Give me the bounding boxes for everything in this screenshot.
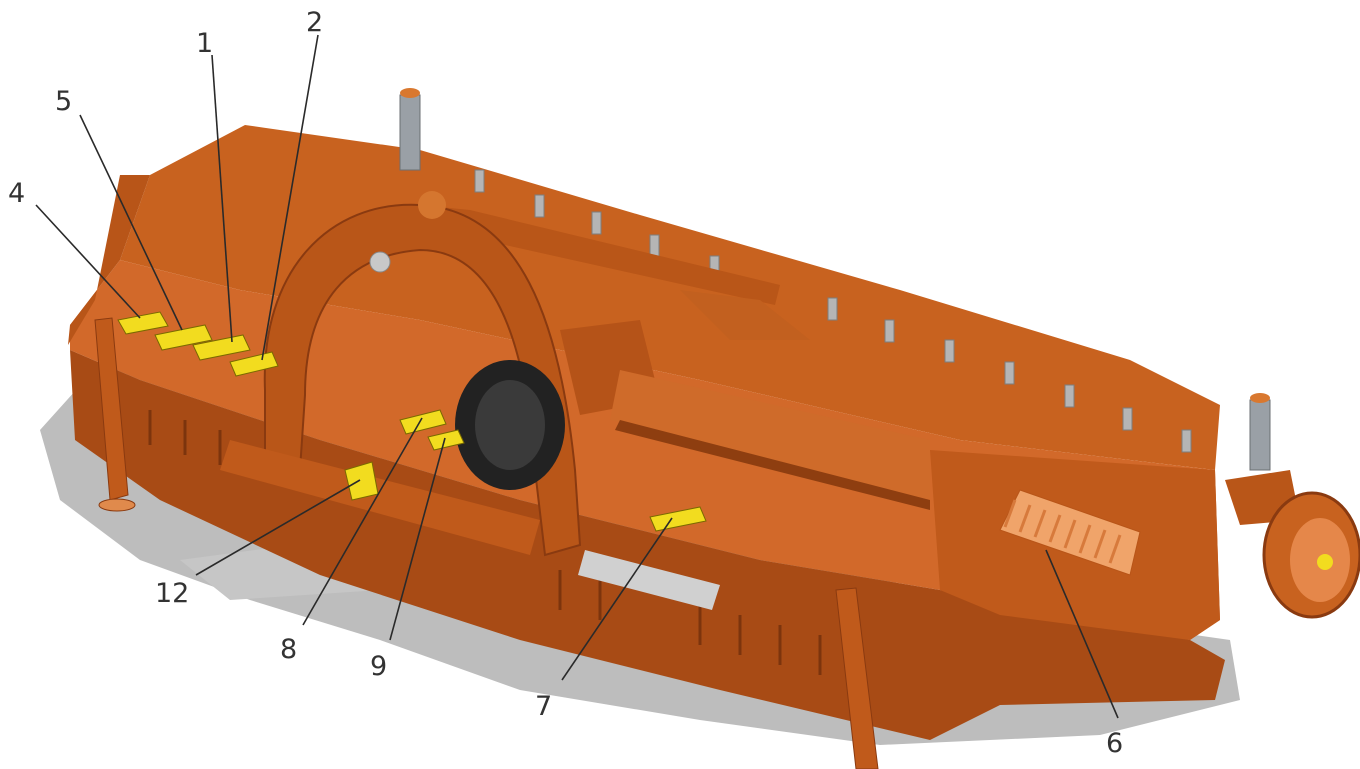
callout-leaders [35,34,1119,719]
housing-skirt [70,350,1225,740]
leader-7 [561,517,673,681]
callout-7: 7 [535,691,552,722]
cooling-grille [999,489,1141,576]
leader-6 [1045,549,1119,719]
stand-legs [94,317,879,769]
decal-2 [229,351,279,377]
top-studs [474,169,1192,453]
callout-labels: 1 2 4 5 6 7 8 9 12 [8,7,1123,759]
lift-cylinders [399,88,1271,471]
callout-4: 4 [8,178,25,209]
housing-front-face [70,260,1220,640]
decal-5 [154,324,213,351]
callout-1: 1 [196,28,213,59]
callout-8: 8 [280,634,297,665]
top-link-arm [415,205,780,305]
leader-8 [302,417,423,626]
gearbox-shaft [455,320,930,510]
leader-2 [261,34,319,361]
callout-2: 2 [306,7,323,38]
safety-decals [117,311,707,532]
decal-4 [117,311,169,335]
roller-tube [220,440,720,610]
center-bracket [680,290,810,340]
callout-6: 6 [1106,728,1123,759]
callout-5: 5 [55,86,72,117]
leader-9 [389,437,446,641]
a-frame-hitch [263,191,582,557]
decal-8 [399,409,447,435]
leader-4 [35,204,141,319]
decal-1 [192,334,251,361]
callout-9: 9 [370,651,387,682]
leader-12 [195,479,361,576]
leader-5 [79,114,183,331]
support-wheel [1225,470,1360,619]
callout-12: 12 [155,578,189,609]
decal-7 [649,506,707,532]
decal-9 [427,429,465,451]
leader-1 [211,54,233,343]
